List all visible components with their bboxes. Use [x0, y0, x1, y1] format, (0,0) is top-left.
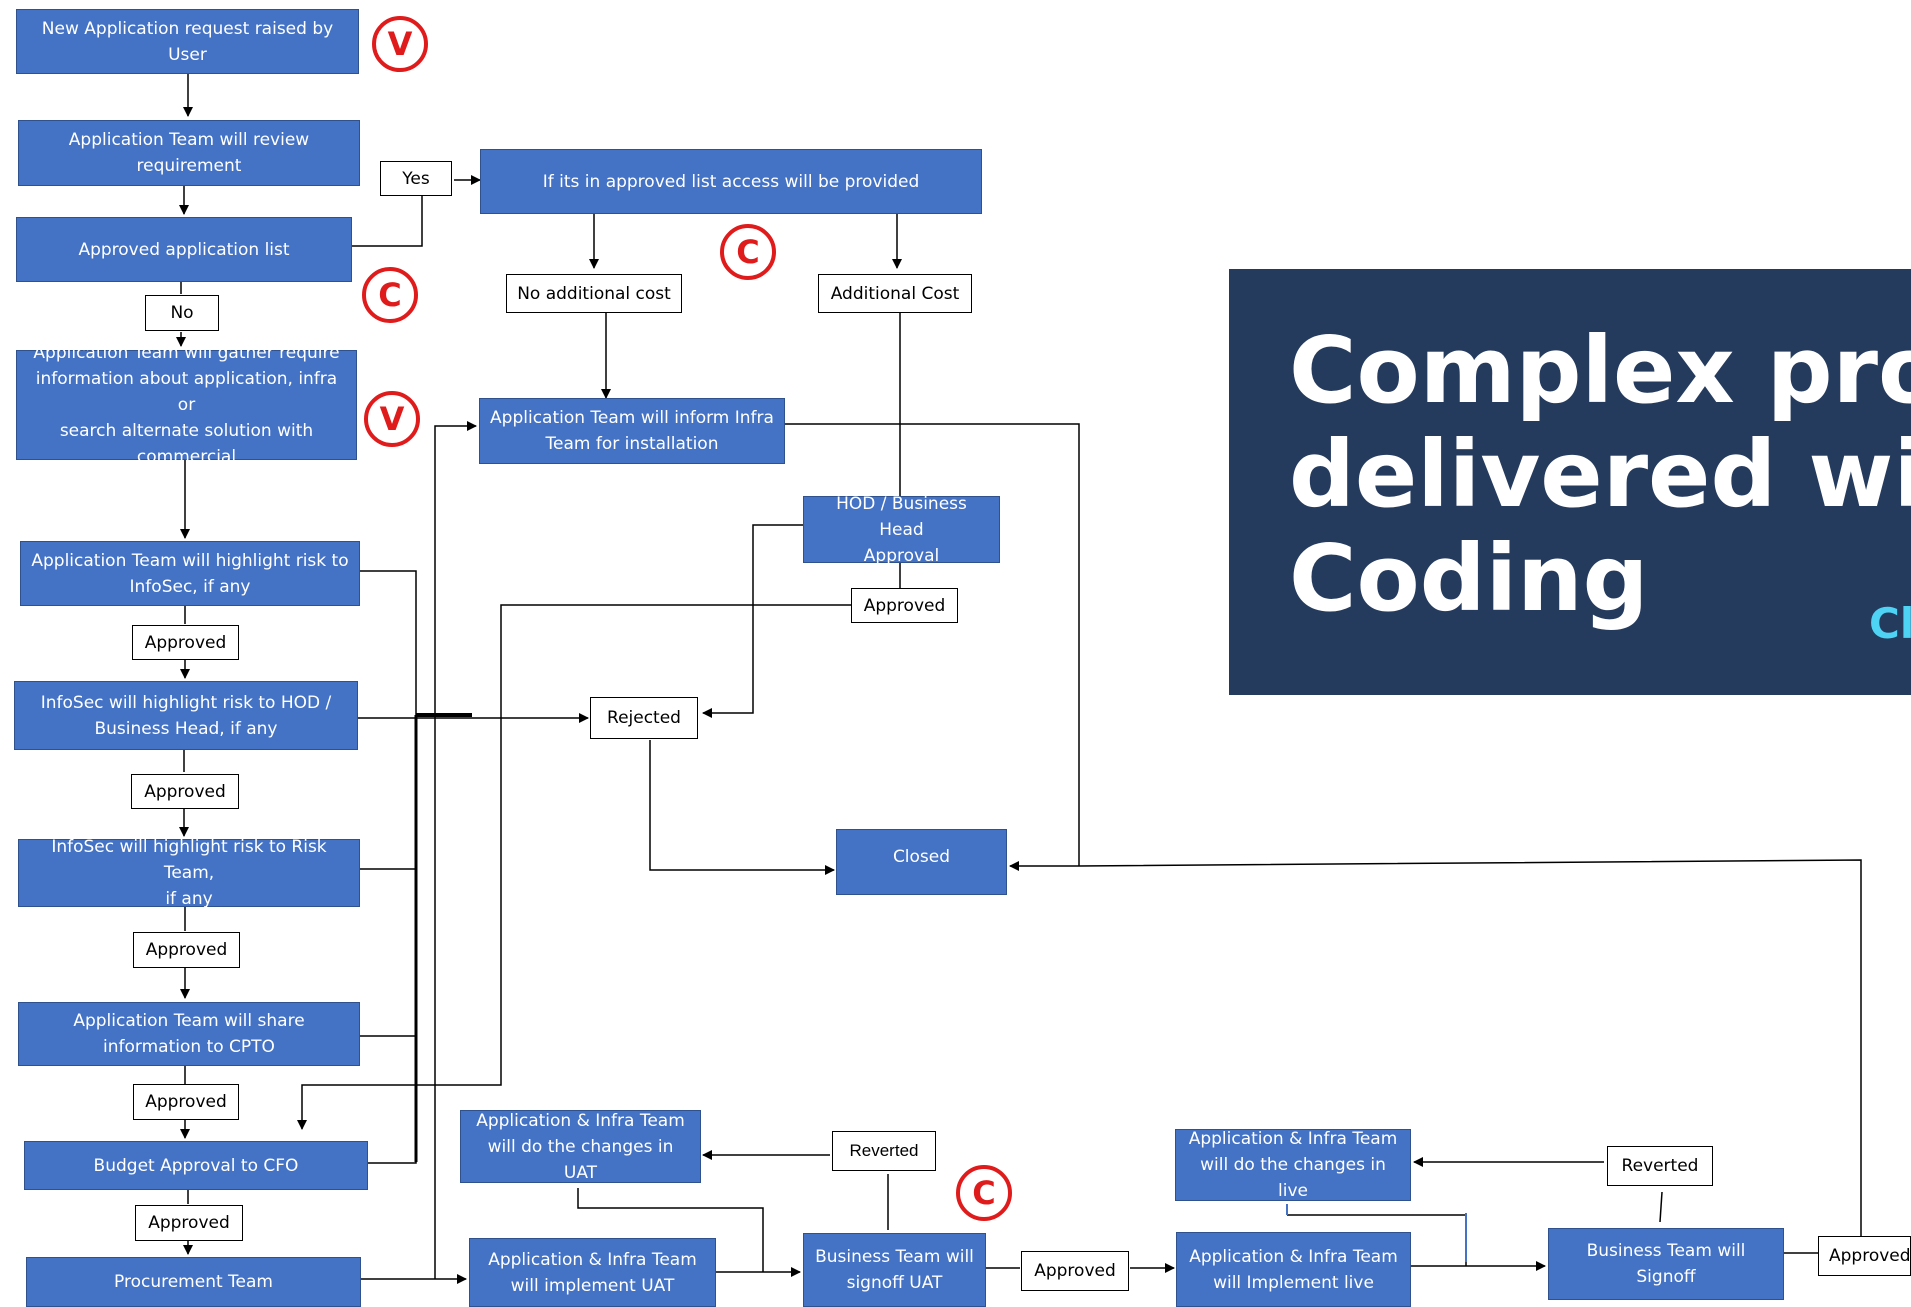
panel-subtitle: Clie [1869, 599, 1911, 648]
marker-c: C [956, 1165, 1012, 1221]
node-approved-application-list: Approved application list [16, 217, 352, 282]
panel-title: Complex proc delivered with Coding [1289, 317, 1911, 632]
marker-v: V [364, 391, 420, 447]
label-approved-hod: Approved [851, 588, 958, 623]
title-panel: Complex proc delivered with Coding Clie [1229, 269, 1911, 695]
node-signoff-uat: Business Team will signoff UAT [803, 1233, 986, 1307]
label-additional-cost: Additional Cost [818, 274, 972, 313]
node-closed: Closed [836, 829, 1007, 895]
label-no: No [145, 295, 219, 331]
node-budget-cfo: Budget Approval to CFO [24, 1141, 368, 1190]
label-approved: Approved [131, 774, 239, 809]
label-approved-uat: Approved [1021, 1251, 1129, 1291]
node-changes-live: Application & Infra Team will do the cha… [1175, 1129, 1411, 1201]
node-business-signoff: Business Team will Signoff [1548, 1228, 1784, 1300]
marker-c: C [362, 267, 418, 323]
label-approved: Approved [135, 1205, 243, 1241]
node-hod-approval: HOD / Business Head Approval [803, 494, 1000, 566]
node-inform-infra: Application Team will inform Infra Team … [479, 398, 785, 464]
node-highlight-risk-infosec: Application Team will highlight risk to … [20, 541, 360, 606]
node-implement-live: Application & Infra Team will Implement … [1176, 1232, 1411, 1307]
node-changes-uat: Application & Infra Team will do the cha… [460, 1110, 701, 1183]
marker-c: C [720, 224, 776, 280]
label-no-additional-cost: No additional cost [506, 274, 682, 313]
marker-v: V [372, 16, 428, 72]
label-reverted-uat: Reverted [832, 1131, 936, 1171]
label-rejected: Rejected [590, 697, 698, 739]
node-gather-information: Application Team will gather require inf… [16, 343, 357, 467]
node-infosec-risk-team: InfoSec will highlight risk to Risk Team… [18, 837, 360, 909]
label-approved-final: Approved [1818, 1236, 1911, 1276]
node-procurement-team: Procurement Team [26, 1257, 361, 1307]
node-new-request: New Application request raised by User [16, 9, 359, 74]
label-reverted-live: Reverted [1607, 1146, 1713, 1186]
label-approved: Approved [133, 1084, 239, 1120]
label-yes: Yes [380, 161, 452, 196]
node-implement-uat: Application & Infra Team will implement … [469, 1238, 716, 1307]
node-review-requirement: Application Team will review requirement [18, 120, 360, 186]
node-share-cpto: Application Team will share information … [18, 1002, 360, 1066]
label-approved: Approved [132, 625, 239, 660]
node-access-provided: If its in approved list access will be p… [480, 149, 982, 214]
node-infosec-hod: InfoSec will highlight risk to HOD / Bus… [14, 681, 358, 750]
label-approved: Approved [133, 932, 240, 968]
